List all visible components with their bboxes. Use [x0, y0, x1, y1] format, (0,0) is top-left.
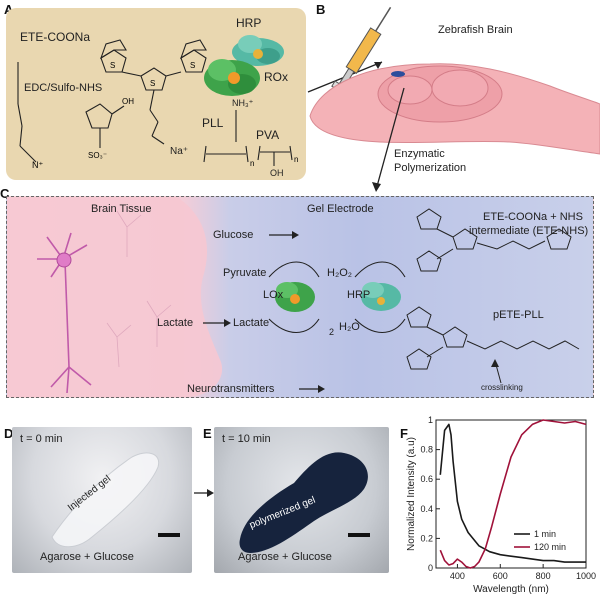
- ete-coona-structure: S S S: [99, 39, 207, 145]
- series-line-1-min: [439, 423, 586, 563]
- hrp-label-c: HRP: [347, 289, 371, 301]
- sulfo-nhs-structure: OH SO₃⁻: [85, 97, 134, 160]
- e-time-label: t = 10 min: [222, 433, 271, 445]
- gel-electrode-label: Gel Electrode: [307, 203, 374, 215]
- x-tick-label: 1000: [576, 571, 596, 581]
- crosslinking-label: crosslinking: [481, 383, 523, 392]
- panel-label-e: E: [203, 426, 212, 441]
- h2o-label: H₂O: [339, 321, 360, 333]
- rox-label: ROx: [264, 70, 288, 84]
- lox-label: LOx: [263, 289, 284, 301]
- svg-text:S: S: [150, 79, 155, 88]
- svg-text:n: n: [294, 155, 298, 164]
- glucose-label: Glucose: [213, 229, 254, 241]
- pete-pll-structure: [406, 306, 580, 370]
- plot-frame: [435, 419, 587, 569]
- svg-text:n: n: [250, 159, 254, 168]
- lactate-left-label: Lactate: [157, 317, 194, 329]
- legend-label: 1 min: [534, 529, 556, 539]
- y-tick-label: 0.4: [420, 504, 433, 514]
- d-scale-bar: [158, 533, 180, 537]
- chart-ticks: 400 600 800 1000 0 0.2 0.4 0.6 0.8 1: [420, 415, 596, 581]
- pete-pll-label: pETE-PLL: [493, 309, 544, 321]
- brain-tissue-label: Brain Tissue: [91, 203, 152, 215]
- y-tick-label: 0.6: [420, 474, 433, 484]
- ete-coona-label: ETE-COONa: [20, 30, 91, 44]
- panel-a-reagents: ETE-COONa S S S Na⁺ HRP RO: [6, 8, 306, 180]
- photo-t0-injected-gel: t = 0 min Injected gel Agarose + Glucose: [12, 427, 192, 573]
- x-tick-label: 600: [493, 571, 508, 581]
- nh3-label: NH₃⁺: [232, 98, 254, 108]
- pyruvate-label: Pyruvate: [223, 267, 267, 279]
- y-tick-label: 0.2: [420, 533, 433, 543]
- stoich-two: 2: [329, 327, 335, 337]
- brain-tissue-region: [7, 197, 223, 397]
- x-tick-label: 400: [450, 571, 465, 581]
- neuron-icon: [37, 232, 92, 394]
- chart-series: [439, 419, 587, 569]
- lox-enzyme-icon: [275, 282, 315, 312]
- d-bottom-label: Agarose + Glucose: [40, 551, 134, 563]
- edc-structure: N⁺: [17, 62, 43, 170]
- hrp-enzyme-icon-c: [361, 282, 401, 311]
- svg-text:S: S: [110, 61, 115, 70]
- panel-c-gel-electrode: Brain Tissue Gel Electrode Glucose Pyruv…: [6, 196, 594, 398]
- oh-label: OH: [270, 168, 284, 178]
- x-tick-label: 800: [536, 571, 551, 581]
- pll-label: PLL: [202, 116, 224, 130]
- x-axis-label: Wavelength (nm): [473, 584, 549, 595]
- h2o2-label: H₂O₂: [327, 267, 353, 279]
- panel-b-zebrafish: [307, 6, 600, 192]
- ete-nhs-line2: intermediate (ETE-NHS): [469, 225, 589, 237]
- svg-text:N⁺: N⁺: [32, 160, 43, 170]
- ete-nhs-line1: ETE-COONa + NHS: [483, 211, 583, 223]
- e-bottom-label: Agarose + Glucose: [238, 551, 332, 563]
- panel-c-graphics: [7, 197, 580, 397]
- photo-t10-polymerized-gel: t = 10 min polymerized gel Agarose + Glu…: [214, 427, 389, 573]
- edc-label: EDC/Sulfo-NHS: [24, 82, 103, 94]
- na-ion: Na⁺: [170, 146, 189, 157]
- polymerized-gel-shape: [239, 452, 368, 553]
- neurotransmitters-label: Neurotransmitters: [187, 383, 275, 395]
- injected-gel-site: [391, 71, 405, 77]
- svg-text:S: S: [190, 61, 195, 70]
- hrp-enzyme-icon: [232, 35, 284, 66]
- rox-enzyme-icon: [204, 59, 260, 96]
- spectrum-chart: 400 600 800 1000 0 0.2 0.4 0.6 0.8 1 1 min 120 min…: [406, 415, 596, 595]
- pva-label: PVA: [256, 128, 280, 142]
- legend-label: 120 min: [534, 542, 566, 552]
- chart-axes: [435, 419, 587, 569]
- panel-label-c: C: [0, 186, 10, 201]
- panel-label-b: B: [316, 2, 326, 17]
- e-scale-bar: [348, 533, 370, 537]
- svg-text:SO₃⁻: SO₃⁻: [88, 151, 107, 160]
- y-tick-label: 1: [428, 415, 433, 425]
- injected-gel-shape: [51, 452, 160, 548]
- pll-structure: n: [203, 110, 254, 168]
- panel-label-d: D: [4, 426, 14, 441]
- d-time-label: t = 0 min: [20, 433, 63, 445]
- chart-legend: 1 min 120 min: [514, 529, 566, 552]
- panel-label-f: F: [400, 426, 408, 441]
- hrp-label: HRP: [236, 16, 262, 30]
- arrow-d-to-e: [194, 489, 214, 497]
- lactate-right-label: Lactate: [233, 317, 270, 329]
- y-tick-label: 0.8: [420, 445, 433, 455]
- enzymatic-label: Enzymatic: [394, 148, 445, 160]
- zebrafish-brain-label: Zebrafish Brain: [438, 24, 513, 36]
- ete-nhs-structure: [416, 208, 572, 272]
- polymerization-label: Polymerization: [394, 162, 467, 174]
- neuron-soma: [56, 252, 72, 268]
- y-axis-label: Normalized Intensity (a.u): [406, 437, 417, 551]
- svg-text:OH: OH: [122, 97, 134, 106]
- y-tick-label: 0: [428, 563, 433, 573]
- arrow-b-to-c: [375, 87, 405, 191]
- series-line-120-min: [439, 419, 587, 569]
- pva-structure: n: [257, 145, 298, 166]
